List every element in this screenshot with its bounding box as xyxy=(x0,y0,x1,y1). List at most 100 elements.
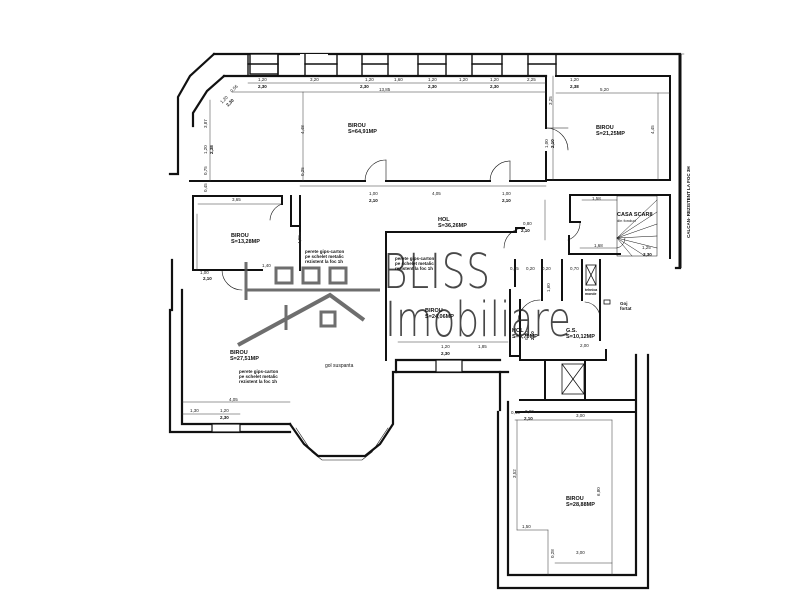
dim-hol-door2-w: 0,80 xyxy=(523,221,532,226)
dim-top-sub-1: 2,30 xyxy=(360,84,369,89)
room-birou-4: BIROU S=24,06MP xyxy=(425,308,454,320)
note-line: rezistent la foc 1h xyxy=(395,266,434,271)
dim-hol-door-1-w: 1,00 xyxy=(369,191,378,196)
watermark-logo xyxy=(237,262,380,347)
note-line: pe schelet metalic xyxy=(305,254,344,259)
room-birou-6: BIROU S=28,88MP xyxy=(566,496,595,508)
windows-top xyxy=(247,53,557,77)
room-name: BIROU xyxy=(596,125,614,131)
dim-birou1-lower: 0,25 xyxy=(300,167,305,176)
dim-birou5-bottom-1: 1,20 xyxy=(220,408,229,413)
dim-gs-width: 2,00 xyxy=(580,343,589,348)
watermark-bliss-text: BLISS xyxy=(383,244,491,300)
technical-note: tehnica monde xyxy=(585,288,597,296)
dim-hol-door-2-w: 1,00 xyxy=(502,191,511,196)
room-name: BIROU xyxy=(231,233,249,239)
dim-stair-1: 1,68 xyxy=(594,243,603,248)
room-hol-2: HOL S=6,70MP xyxy=(512,328,538,340)
note-line: pe schelet metalic xyxy=(239,374,278,379)
dim-hol-door-2-h: 2,10 xyxy=(502,198,511,203)
room-name: BIROU xyxy=(230,350,248,356)
dim-birou6-5: 6,80 xyxy=(596,487,601,496)
door-swings xyxy=(221,127,601,323)
dim-top-6: 1,20 xyxy=(490,77,499,82)
bay-window xyxy=(295,427,389,461)
dim-birou6-6: 1,50 xyxy=(522,524,531,529)
room-name: BIROU xyxy=(566,496,584,502)
dim-lower-5: 1,60 xyxy=(546,283,551,292)
dim-birou4-bottom-0: 1,20 xyxy=(441,344,450,349)
dim-top-2: 1,20 xyxy=(365,77,374,82)
room-gol-suspanta: gol suspanta xyxy=(325,363,354,369)
note-line: monde xyxy=(585,292,597,296)
dim-top-0: 1,20 xyxy=(258,77,267,82)
note-line: tehnica xyxy=(585,288,598,292)
dim-lower-0: 0,45 xyxy=(510,266,519,271)
dim-lower-1: 0,20 xyxy=(526,266,535,271)
stair-spiral xyxy=(616,195,658,257)
dim-birou2-door-h: 2,10 xyxy=(550,139,555,148)
room-area: S=36,26MP xyxy=(438,223,467,229)
room-casa-scarii: CASA SCARII din fonduri xyxy=(617,212,653,224)
room-name: BIROU xyxy=(425,308,443,314)
note-line: perete gips-carton xyxy=(239,369,279,374)
note-line: perete gips-carton xyxy=(395,256,435,261)
room-birou-3: BIROU S=13,28MP xyxy=(231,233,260,245)
dim-birou6-1: 0,80 xyxy=(525,409,534,414)
room-birou-1: BIROU S=64,91MP xyxy=(348,123,377,135)
elevator-shaft xyxy=(561,363,585,395)
room-area: S=64,91MP xyxy=(348,129,377,135)
dim-birou5-bottom-2: 2,30 xyxy=(220,415,229,420)
dim-top-8: 1,20 xyxy=(570,77,579,82)
note-line: perete gips-carton xyxy=(305,249,345,254)
note-line: Goj xyxy=(620,301,628,306)
watermark-imobiliare-text: Imobiliare xyxy=(385,292,571,348)
dim-birou6-3: 3,00 xyxy=(576,413,585,418)
dim-birou3-bottom-0: 1,00 xyxy=(200,270,209,275)
room-name: HOL xyxy=(512,328,524,334)
dim-birou3-bottom-2: 1,40 xyxy=(262,263,271,268)
dim-overall-top: 13,85 xyxy=(379,87,391,92)
dim-birou6-4: 3,52 xyxy=(512,469,517,478)
dim-gs-door-h: 2,10 xyxy=(530,331,535,340)
dim-birou6-0: 0,45 xyxy=(511,410,520,415)
interior-walls xyxy=(189,75,671,413)
room-name: HOL xyxy=(438,217,450,223)
dim-top-7: 2,25 xyxy=(527,77,536,82)
dim-left-4: 0,45 xyxy=(203,183,208,192)
dim-stair-3: 3,30 xyxy=(643,252,652,257)
shaft-note: Goj fortat xyxy=(620,301,632,311)
room-area: S=24,06MP xyxy=(425,314,454,320)
fixtures xyxy=(585,264,611,305)
dim-lower-4: 0,70 xyxy=(570,266,579,271)
dim-top-3: 1,60 xyxy=(394,77,403,82)
dim-birou6-7: 3,00 xyxy=(576,550,585,555)
dim-birou5-width: 4,05 xyxy=(229,397,238,402)
room-area: din fonduri xyxy=(617,218,636,223)
dim-left-3: 0,75 xyxy=(203,166,208,175)
dim-hol-door-1-h: 2,10 xyxy=(369,198,378,203)
room-hol-1: HOL S=36,26MP xyxy=(438,217,467,229)
dim-top-5: 1,20 xyxy=(459,77,468,82)
dim-hol-span: 4,05 xyxy=(432,191,441,196)
room-area: S=10,12MP xyxy=(566,334,595,340)
partition-note-3: perete gips-carton pe schelet metalic re… xyxy=(239,369,278,384)
room-gs: G.S. S=10,12MP xyxy=(566,328,595,340)
room-name: BIROU xyxy=(348,123,366,129)
dim-left-2: 2,38 xyxy=(209,145,214,154)
dim-birou2-left: 3,25 xyxy=(548,96,553,105)
note-line: fortat xyxy=(620,306,632,311)
room-area: S=21,25MP xyxy=(596,131,625,137)
dim-top-9: 5,20 xyxy=(600,87,609,92)
dim-top-1: 3,20 xyxy=(310,77,319,82)
dim-birou3-bottom-1: 2,10 xyxy=(203,276,212,281)
note-line: pe schelet metalic xyxy=(395,261,434,266)
dim-birou3-width: 3,65 xyxy=(232,197,241,202)
note-line: rezistent la foc 1h xyxy=(305,259,344,264)
room-birou-2: BIROU S=21,25MP xyxy=(596,125,625,137)
dim-stair-2: 1,25 xyxy=(642,245,651,250)
dim-hol-door2-h: 2,10 xyxy=(521,228,530,233)
dim-stair-0: 1,58 xyxy=(592,196,601,201)
calcan-wall-note: CALCAN- REZISTENT LA FOC 3H xyxy=(686,166,691,238)
dim-top-sub-3: 2,30 xyxy=(490,84,499,89)
